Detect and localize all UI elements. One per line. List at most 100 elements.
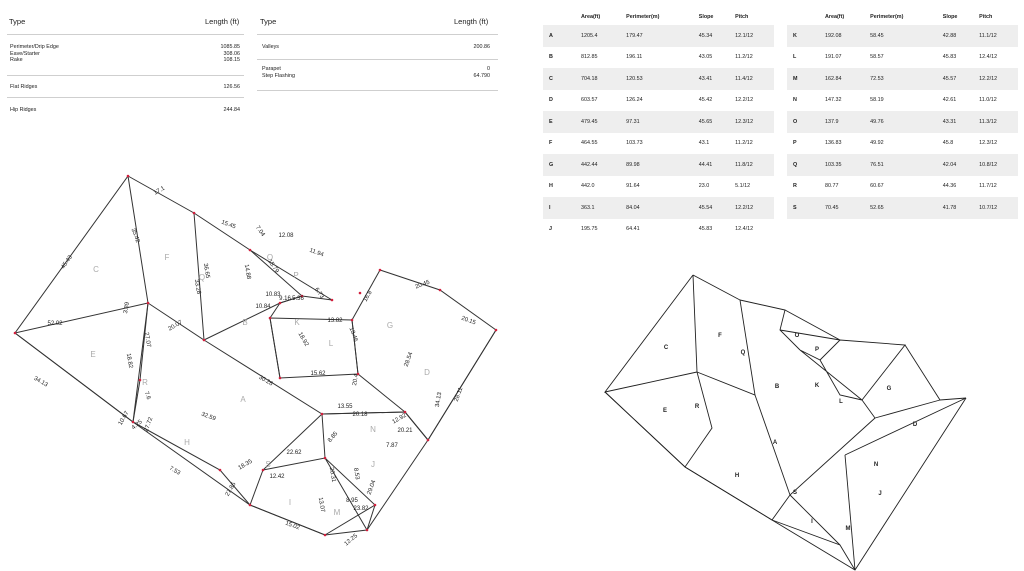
table-cell: 192.08 [821, 25, 867, 47]
face-label: A [773, 440, 778, 446]
face-label: R [695, 404, 700, 410]
edge-length-label: 10.83 [265, 292, 281, 298]
table-cell: 191.07 [825, 54, 842, 61]
table-cell: 10.7/12 [975, 197, 1018, 219]
edge-length-label: 7.6 [143, 391, 152, 402]
table-cell: 97.31 [622, 111, 695, 133]
vertex-dot [248, 503, 252, 507]
edge-length-label: 12.42 [269, 474, 285, 480]
table-cell: 12.2/12 [731, 197, 774, 219]
table-cell: 704.18 [577, 68, 623, 90]
face-label: G [387, 321, 393, 330]
edge-length-label: 10.84 [255, 304, 271, 310]
face-label: H [735, 473, 739, 479]
edge-length-label: 7.04 [254, 225, 266, 239]
vertex-dot [320, 412, 324, 416]
row-label: Perimeter/Drip Edge Eave/Starter Rake [10, 44, 59, 64]
roof-edge [754, 394, 876, 496]
roof-edge [799, 349, 863, 401]
face-id-cell: J [549, 226, 552, 233]
edge-length-label: 13.55 [337, 404, 353, 410]
table-cell: 162.84 [821, 68, 867, 90]
table-cell: 1205.4 [577, 25, 623, 47]
edge-length-label: 20.15 [460, 316, 477, 327]
table-cell: 70.45 [821, 197, 867, 219]
divider [257, 59, 498, 60]
roof-edge [321, 413, 326, 459]
table-cell: 44.41 [694, 154, 732, 176]
edge-length-label: 29.04 [367, 479, 378, 496]
roof-edge [819, 339, 906, 401]
table-cell: 89.98 [622, 154, 695, 176]
table-cell: 179.47 [622, 25, 695, 47]
table-cell: 12.2/12 [975, 68, 1018, 90]
face-label: I [811, 519, 813, 525]
face-id-cell: M [787, 68, 821, 90]
vertex-dot [403, 410, 407, 414]
face-id-cell: O [787, 111, 821, 133]
table-cell: 103.73 [626, 140, 643, 147]
vertex-dot [192, 211, 196, 215]
column-header: Perimeter(m) [626, 14, 660, 20]
table-cell: 76.51 [866, 154, 939, 176]
row-value: 0 64.790 [473, 66, 491, 79]
edge-length-label: 12.08 [278, 233, 294, 239]
table-cell: 84.04 [622, 197, 695, 219]
face-label: O [267, 253, 273, 262]
roof-edge [351, 319, 359, 375]
face-label: L [839, 399, 843, 405]
face-label: F [165, 253, 170, 262]
table-cell: 11.1/12 [975, 25, 1018, 47]
vertex-dot [248, 248, 252, 252]
vertex-dot [426, 438, 430, 442]
table-cell: 49.76 [866, 111, 939, 133]
length-header: Length (ft) [205, 17, 240, 26]
edge-length-label: 5.36 [292, 296, 304, 302]
vertex-dot [126, 174, 130, 178]
face-label: I [289, 498, 291, 507]
table-cell: 12.2/12 [735, 97, 754, 104]
row-value: 126.56 [223, 84, 241, 90]
edge-length-label: 11.94 [308, 248, 324, 259]
roof-edge [874, 399, 941, 419]
table-cell: 10.8/12 [975, 154, 1018, 176]
divider [7, 34, 244, 35]
face-label: N [370, 425, 376, 434]
face-id-cell: C [543, 68, 577, 90]
vertex-dot [323, 456, 327, 460]
vertex-dot [323, 533, 327, 537]
table-cell: 58.57 [870, 54, 884, 61]
edge-length-label: 20.21 [397, 428, 413, 434]
edge-length-label: 35.42 [130, 228, 141, 245]
table-cell: 11.2/12 [735, 54, 753, 61]
face-label: B [775, 384, 780, 390]
edge-length-label: 6.73 [313, 287, 325, 301]
vertex-dot [356, 372, 360, 376]
face-label: D [913, 422, 918, 428]
face-label: A [240, 395, 246, 404]
table-cell: 137.9 [821, 111, 867, 133]
row-value: 244.84 [223, 107, 241, 113]
roof-edge [844, 344, 967, 456]
roof-edge [604, 391, 967, 571]
table-cell: 442.0 [581, 183, 595, 190]
table-cell: 43.41 [694, 68, 732, 90]
face-id-cell: E [543, 111, 577, 133]
face-id-cell: S [787, 197, 821, 219]
table-cell: 103.35 [821, 154, 867, 176]
column-header: Perimeter(m) [870, 14, 904, 20]
face-label: C [93, 265, 99, 274]
roof-edge [692, 274, 756, 396]
table-cell: 196.11 [626, 54, 643, 61]
face-id-cell: Q [787, 154, 821, 176]
face-label: J [371, 460, 375, 469]
vertex-dot [350, 318, 354, 322]
